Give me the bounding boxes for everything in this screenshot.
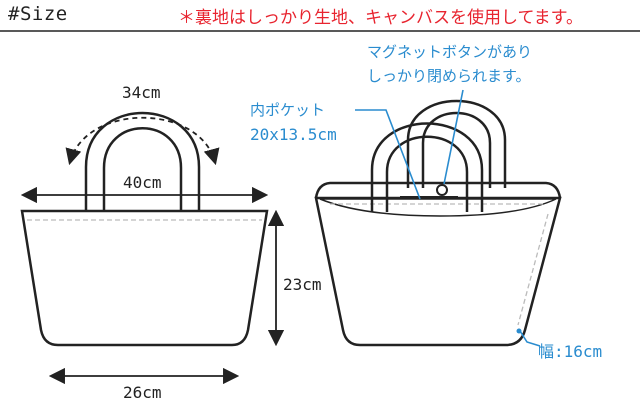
magnet-callout-line1: マグネットボタンがあり [367,43,533,61]
depth-leader [519,330,541,347]
side-bag [314,99,562,347]
pocket-callout-size: 20x13.5cm [250,125,337,144]
side-bag-body [314,196,562,347]
height-label: 23cm [283,275,322,294]
top-width-label: 40cm [123,173,162,192]
magnet-callout-line2: しっかり閉められます。 [367,67,531,85]
size-heading: #Size [8,3,68,25]
pocket-callout-label: 内ポケット [250,101,326,119]
magnet-button [436,184,448,196]
bottom-width-label: 26cm [123,383,162,402]
front-bag-body [20,209,269,347]
handle-length-label: 34cm [122,83,161,102]
lining-note: ＊裏地はしっかり生地、キャンバスを使用してます。 [178,8,583,28]
handle-length-arrow [65,116,220,166]
front-bag [20,111,269,347]
depth-label: 幅:16cm [538,342,603,361]
side-front-handle [370,122,484,212]
pocket-leader [355,109,421,200]
magnet-leader [443,89,464,185]
